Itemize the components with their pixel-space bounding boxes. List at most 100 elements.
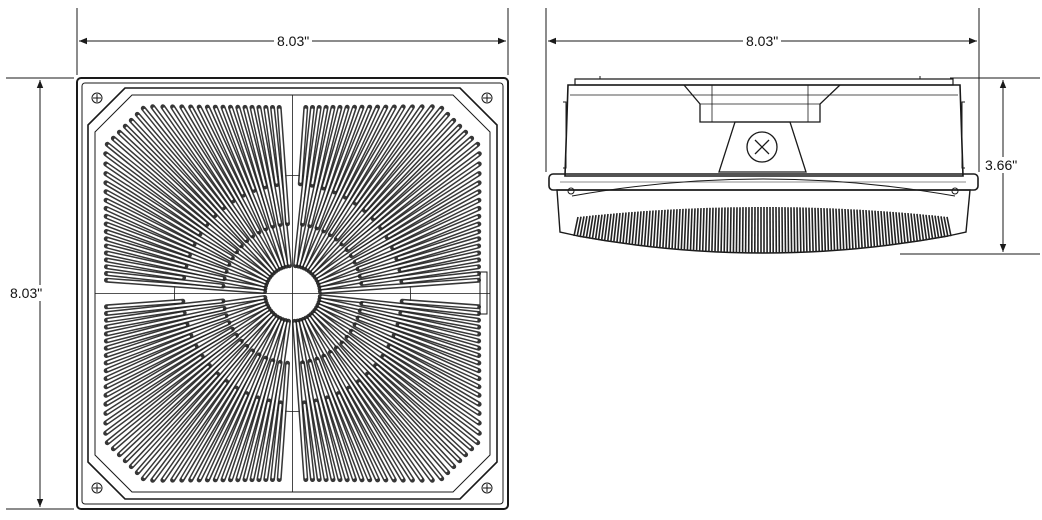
- side-fin: [853, 209, 857, 249]
- side-fin: [916, 213, 922, 242]
- cooling-fin-highlight: [318, 305, 478, 379]
- cooling-fin-highlight: [107, 279, 264, 293]
- side-fin: [656, 210, 660, 248]
- cooling-fin-highlight: [352, 173, 479, 256]
- side-fin: [841, 208, 845, 250]
- cooling-fin-highlight: [237, 361, 274, 479]
- cooling-fin-highlight: [320, 302, 478, 356]
- cooling-fin-highlight: [362, 302, 478, 321]
- side-fin: [698, 208, 702, 252]
- cooling-fin-highlight: [359, 317, 478, 364]
- top-view-height-label: 8.03": [7, 285, 46, 301]
- cooling-fin-highlight: [323, 356, 386, 480]
- cooling-fin-highlight: [265, 108, 278, 184]
- cooling-fin-highlight: [320, 298, 478, 335]
- side-fin: [898, 212, 903, 244]
- cooling-fin-highlight: [373, 132, 466, 219]
- side-fin: [931, 215, 937, 239]
- cooling-fin-highlight: [106, 173, 200, 234]
- cooling-fin-highlight: [361, 310, 478, 342]
- cooling-fin-highlight: [383, 356, 479, 423]
- side-fin: [859, 209, 863, 249]
- cooling-fin-highlight: [265, 322, 290, 479]
- side-fin: [720, 207, 723, 253]
- side-fin: [913, 213, 919, 242]
- side-fin: [934, 215, 940, 239]
- cooling-fin-highlight: [314, 138, 472, 275]
- cooling-fin-highlight: [326, 398, 355, 479]
- cooling-fin-highlight: [381, 153, 479, 228]
- side-fin: [637, 211, 642, 246]
- side-fin: [862, 209, 866, 249]
- side-fin: [892, 211, 897, 245]
- cooling-fin-highlight: [294, 108, 314, 265]
- cooling-fin-highlight: [293, 322, 307, 479]
- side-fin: [726, 207, 729, 253]
- side-fin: [886, 211, 891, 246]
- cooling-fin-highlight: [107, 324, 186, 349]
- cooling-fin-highlight: [403, 300, 478, 308]
- side-fin: [925, 214, 931, 240]
- cooling-fin-highlight: [106, 346, 196, 396]
- side-fin: [689, 208, 693, 251]
- side-fin: [895, 212, 900, 245]
- cooling-fin-highlight: [311, 315, 448, 473]
- cooling-fin-highlight: [321, 279, 478, 293]
- cooling-fin-highlight: [237, 108, 274, 226]
- cooling-fin-highlight: [301, 363, 320, 479]
- screw-icon: [481, 482, 493, 494]
- cooling-fin-highlight: [336, 108, 442, 239]
- cooling-fin-highlight: [107, 238, 265, 286]
- cooling-fin-highlight: [230, 108, 284, 266]
- side-fin: [928, 214, 934, 240]
- side-fin: [820, 207, 824, 252]
- cooling-fin-highlight: [308, 317, 422, 480]
- top-view-outer-frame: [76, 77, 509, 510]
- cooling-fin-highlight: [251, 401, 270, 479]
- cooling-fin-highlight: [107, 299, 265, 342]
- cooling-fin-highlight: [271, 108, 291, 265]
- side-fin: [646, 210, 651, 247]
- cooling-fin-highlight: [107, 245, 185, 267]
- side-fin: [826, 208, 830, 252]
- screw-icon: [481, 92, 493, 104]
- cooling-fin-highlight: [320, 238, 478, 286]
- side-fin: [588, 215, 594, 239]
- side-fin: [625, 212, 630, 245]
- cooling-fin-highlight: [107, 300, 182, 308]
- cooling-fin-highlight: [119, 132, 241, 246]
- cooling-fin-highlight: [278, 364, 289, 479]
- side-fin: [606, 213, 612, 242]
- cooling-fin-highlight: [323, 107, 386, 231]
- cooling-fin-highlight: [309, 108, 341, 225]
- cooling-fin-highlight: [107, 335, 190, 371]
- side-fin: [705, 207, 708, 252]
- cooling-fin-highlight: [304, 108, 378, 268]
- side-view-height-label: 3.66": [982, 157, 1021, 173]
- side-fin: [576, 216, 582, 237]
- screw-icon: [91, 482, 103, 494]
- side-fin: [793, 207, 796, 253]
- cooling-fin-highlight: [330, 353, 413, 480]
- cooling-fin-highlight: [301, 108, 355, 266]
- cooling-fin-highlight: [300, 321, 348, 479]
- side-fin: [628, 211, 633, 245]
- conduit-boss: [718, 121, 807, 173]
- side-fin: [579, 216, 585, 238]
- side-fin: [832, 208, 836, 251]
- side-fin: [904, 212, 909, 244]
- cooling-fin-highlight: [107, 296, 264, 321]
- side-fin: [835, 208, 839, 251]
- side-fin: [695, 208, 699, 251]
- cooling-fin-highlight: [137, 114, 247, 241]
- cooling-fin-highlight: [113, 365, 209, 449]
- side-fin: [799, 207, 802, 253]
- cooling-fin-highlight: [359, 223, 478, 270]
- cooling-fin-highlight: [125, 313, 273, 461]
- cooling-fin-highlight: [107, 300, 222, 315]
- side-fin: [717, 207, 720, 253]
- cooling-fin-highlight: [397, 231, 478, 260]
- top-view-width-label: 8.03": [274, 33, 313, 49]
- side-fin: [805, 207, 808, 253]
